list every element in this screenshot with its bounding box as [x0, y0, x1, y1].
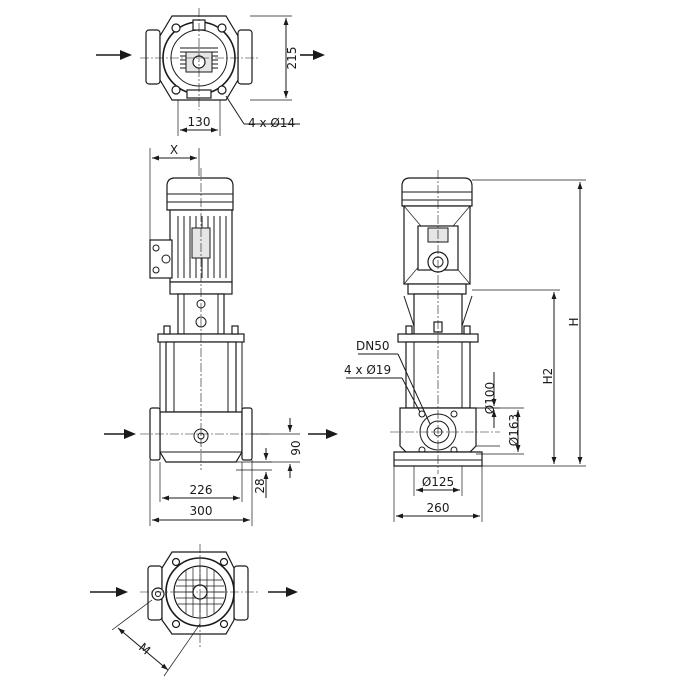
bottom-view: M: [90, 544, 298, 677]
outlet-flow-arrow-front: [308, 429, 338, 439]
outlet-flow-arrow-top: [300, 50, 325, 60]
side-flange-label: DN50: [356, 339, 390, 353]
top-dim-width-label: 130: [188, 115, 211, 129]
top-left-flange: [145, 29, 161, 85]
bottom-right-flange: [233, 565, 249, 621]
front-dim-x-label: X: [170, 143, 178, 157]
top-right-flange: [237, 29, 253, 85]
inlet-flow-arrow-top: [96, 50, 132, 60]
side-dim-100-label: Ø100: [483, 382, 497, 414]
front-dim-90-label: 90: [289, 440, 303, 455]
side-flange-holes-label: 4 x Ø19: [344, 363, 391, 377]
inlet-flow-arrow-bottom: [90, 587, 128, 597]
inlet-flow-arrow-front: [104, 429, 136, 439]
front-dim-226-label: 226: [190, 483, 213, 497]
side-view: DN50 4 x Ø19 Ø100 Ø163 H2 H Ø125: [344, 170, 586, 522]
front-view: X: [104, 143, 338, 526]
side-dim-260-label: 260: [427, 501, 450, 515]
top-view: 215 130 4 x Ø14: [96, 8, 325, 136]
side-dim-h2-label: H2: [541, 368, 555, 385]
front-terminal-box: [149, 239, 173, 279]
outlet-flow-arrow-bottom: [268, 587, 298, 597]
top-holes-label: 4 x Ø14: [248, 116, 295, 130]
top-dim-height-label: 215: [285, 47, 299, 70]
side-dim-163-label: Ø163: [507, 414, 521, 446]
front-dim-300-label: 300: [190, 504, 213, 518]
side-dim-125-label: Ø125: [422, 475, 454, 489]
side-dim-h-label: H: [567, 317, 581, 326]
front-dim-28-label: 28: [253, 478, 267, 493]
